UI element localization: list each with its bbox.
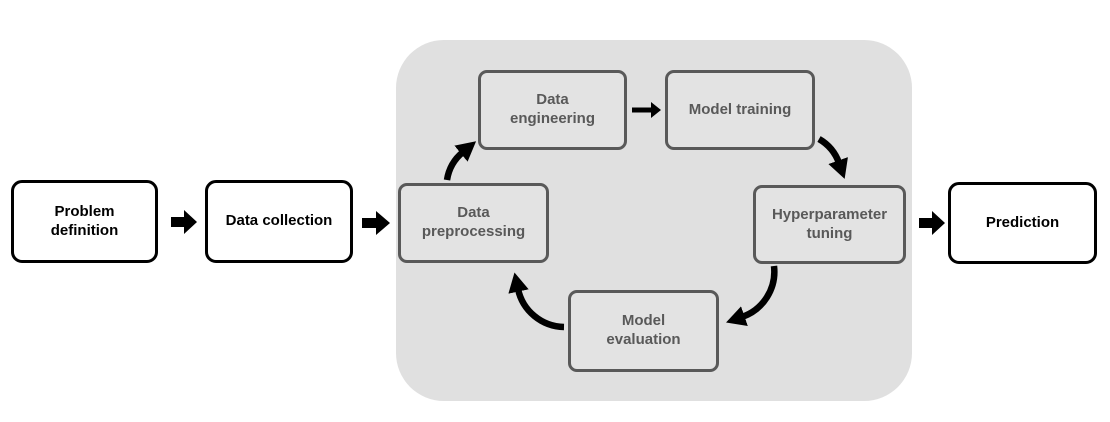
arrow-collection-to-preprocessing-icon xyxy=(362,211,390,235)
node-data-engineering-label: Data engineering xyxy=(509,91,595,127)
node-data-preprocessing: Data preprocessing xyxy=(398,183,549,263)
node-model-evaluation: Model evaluation xyxy=(568,290,719,372)
node-data-engineering: Data engineering xyxy=(478,70,627,150)
node-problem-definition: Problem definition xyxy=(11,180,158,263)
arrow-problem-to-collection-icon xyxy=(171,210,197,234)
node-prediction-label: Prediction xyxy=(985,213,1060,231)
node-data-collection: Data collection xyxy=(205,180,353,263)
node-model-evaluation-label: Model evaluation xyxy=(606,312,681,348)
node-problem-definition-label: Problem definition xyxy=(50,202,119,239)
node-model-training: Model training xyxy=(665,70,815,150)
arrow-tuning-to-prediction-icon xyxy=(919,211,945,235)
node-data-preprocessing-label: Data preprocessing xyxy=(421,204,526,240)
node-hyperparameter-tuning-label: Hyperparameter tuning xyxy=(771,205,888,242)
node-prediction: Prediction xyxy=(948,182,1097,264)
node-hyperparameter-tuning: Hyperparameter tuning xyxy=(753,185,906,264)
node-data-collection-label: Data collection xyxy=(225,212,333,230)
node-model-training-label: Model training xyxy=(688,100,792,118)
